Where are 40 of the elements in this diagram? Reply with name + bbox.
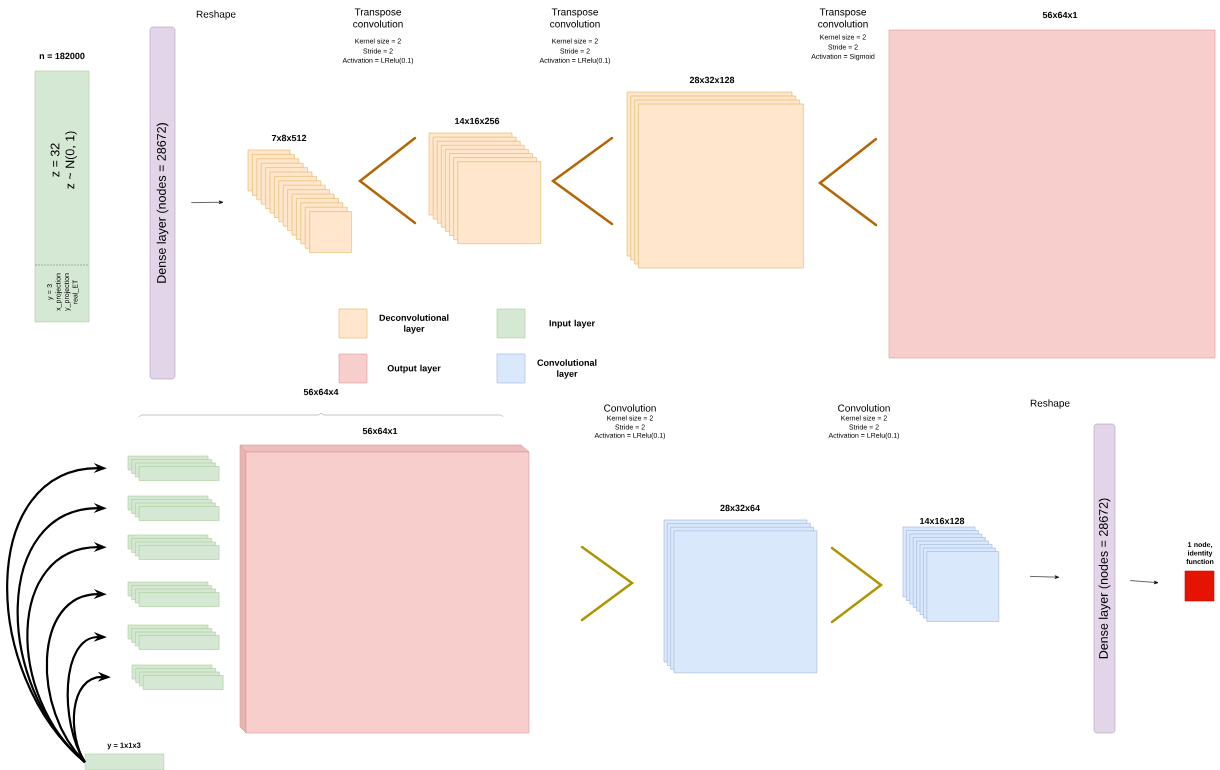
dense-layer-bar: Dense layer (nodes = 28672) [149, 26, 176, 380]
arrow [1129, 580, 1159, 585]
layer-stack [127, 581, 220, 607]
operation-title: Convolution [838, 404, 890, 412]
input-bar [84, 753, 165, 770]
layer-stack [663, 519, 818, 674]
size-label: 14x16x256 [455, 117, 500, 125]
layer-stack [247, 149, 352, 253]
operation-title: Transpose convolution [818, 8, 868, 28]
size-label: 7x8x512 [271, 134, 307, 142]
layer-stack [626, 91, 804, 269]
size-label: 14x16x128 [920, 517, 965, 525]
operation-title: Transpose convolution [353, 8, 403, 28]
output-square [1184, 570, 1215, 602]
size-label: 28x32x128 [689, 76, 735, 84]
sample-count-label: n = 182000 [39, 52, 85, 60]
layer-stack [131, 664, 224, 690]
layer-stack [127, 624, 220, 650]
layer-stack [127, 495, 220, 521]
output-layer-block [239, 444, 530, 734]
size-label: 28x32x64 [720, 504, 760, 512]
legend-label: Deconvolutional layer [379, 314, 449, 334]
layer-stack [127, 534, 220, 560]
size-label: 56x64x1 [1042, 11, 1078, 19]
size-label: 56x64x1 [362, 427, 398, 435]
legend-label: Convolutional layer [537, 359, 597, 379]
dense-layer-bar: Dense layer (nodes = 28672) [1093, 423, 1116, 734]
reshape-label: Reshape [196, 10, 236, 20]
dimension-label: 56x64x4 [303, 388, 339, 396]
operation-title: Convolution [604, 404, 656, 412]
operation-title: Transpose convolution [550, 8, 600, 28]
legend-label: Input layer [549, 319, 595, 329]
output-layer-block [888, 29, 1216, 359]
layer-stack [428, 132, 541, 244]
reshape-label: Reshape [1030, 399, 1070, 409]
arrow [191, 200, 224, 205]
layer-stack [902, 526, 1000, 622]
arrow [1029, 575, 1060, 579]
layer-stack [127, 455, 220, 481]
legend-label: Output layer [387, 364, 441, 374]
